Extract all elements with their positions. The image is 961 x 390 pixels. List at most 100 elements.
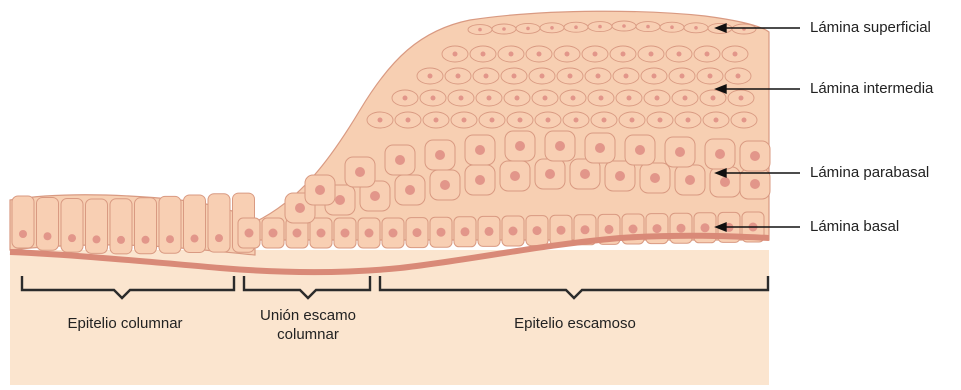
label-union-escamo-columnar: Unión escamo columnar (236, 306, 380, 344)
columnar-cell (135, 198, 157, 254)
cell-nucleus (518, 118, 523, 123)
cell-nucleus (510, 171, 520, 181)
cell-nucleus (315, 185, 325, 195)
columnar-cell (61, 199, 83, 253)
cell-nucleus (635, 145, 645, 155)
cell-nucleus (574, 118, 579, 123)
cell-nucleus (515, 141, 525, 151)
columnar-cell (86, 199, 108, 253)
cell-nucleus (509, 227, 518, 236)
cell-nucleus (440, 180, 450, 190)
cell-nucleus (677, 52, 682, 57)
cell-nucleus (431, 96, 436, 101)
cell-nucleus (293, 229, 302, 238)
cell-nucleus (475, 145, 485, 155)
cell-nucleus (568, 74, 573, 79)
cell-nucleus (701, 223, 710, 232)
cell-nucleus (557, 226, 566, 235)
cell-nucleus (581, 225, 590, 234)
cell-nucleus (658, 118, 663, 123)
cell-nucleus (646, 25, 650, 29)
cell-nucleus (675, 147, 685, 157)
cell-nucleus (546, 118, 551, 123)
cell-nucleus (653, 224, 662, 233)
cell-nucleus (595, 143, 605, 153)
cell-nucleus (605, 225, 614, 234)
cell-nucleus (526, 27, 530, 31)
cell-nucleus (622, 24, 626, 28)
cell-nucleus (93, 235, 101, 243)
cell-nucleus (405, 185, 415, 195)
cell-nucleus (117, 236, 125, 244)
cell-nucleus (462, 118, 467, 123)
cell-nucleus (649, 52, 654, 57)
cell-nucleus (685, 175, 695, 185)
cell-nucleus (670, 25, 674, 29)
cell-nucleus (683, 96, 688, 101)
cell-nucleus (365, 229, 374, 238)
cell-nucleus (456, 74, 461, 79)
cell-nucleus (459, 96, 464, 101)
cell-nucleus (555, 141, 565, 151)
cell-nucleus (733, 52, 738, 57)
columnar-cell (159, 196, 181, 253)
cell-nucleus (295, 203, 305, 213)
cell-nucleus (509, 52, 514, 57)
cell-nucleus (437, 228, 446, 237)
cell-nucleus (652, 74, 657, 79)
cell-nucleus (475, 175, 485, 185)
cell-nucleus (395, 155, 405, 165)
cell-nucleus (378, 118, 383, 123)
cell-nucleus (512, 74, 517, 79)
cell-nucleus (403, 96, 408, 101)
cell-nucleus (478, 28, 482, 32)
label-epitelio-escamoso: Epitelio escamoso (470, 314, 680, 333)
cell-nucleus (44, 232, 52, 240)
cell-nucleus (694, 26, 698, 30)
cell-nucleus (550, 26, 554, 30)
cell-nucleus (215, 234, 223, 242)
cell-nucleus (370, 191, 380, 201)
cell-nucleus (533, 226, 542, 235)
label-epitelio-columnar: Epitelio columnar (30, 314, 220, 333)
cell-nucleus (711, 96, 716, 101)
label-union-line1: Unión escamo (236, 306, 380, 325)
cell-nucleus (435, 150, 445, 160)
cell-nucleus (142, 236, 150, 244)
cell-nucleus (599, 96, 604, 101)
cell-nucleus (485, 227, 494, 236)
cell-nucleus (481, 52, 486, 57)
cell-nucleus (627, 96, 632, 101)
cell-nucleus (484, 74, 489, 79)
cell-nucleus (598, 25, 602, 29)
cell-nucleus (571, 96, 576, 101)
cell-nucleus (545, 169, 555, 179)
cell-nucleus (335, 195, 345, 205)
columnar-cell (110, 199, 132, 254)
cell-nucleus (574, 25, 578, 29)
label-union-line2: columnar (236, 325, 380, 344)
cell-nucleus (543, 96, 548, 101)
cell-nucleus (621, 52, 626, 57)
label-lamina-intermedia: Lámina intermedia (810, 80, 933, 98)
cell-nucleus (490, 118, 495, 123)
cell-nucleus (341, 229, 350, 238)
cell-nucleus (750, 179, 760, 189)
cell-nucleus (428, 74, 433, 79)
cell-nucleus (355, 167, 365, 177)
cell-nucleus (580, 169, 590, 179)
columnar-cell (184, 195, 206, 253)
cell-nucleus (615, 171, 625, 181)
cell-nucleus (714, 118, 719, 123)
cell-nucleus (629, 225, 638, 234)
cell-nucleus (655, 96, 660, 101)
cell-nucleus (705, 52, 710, 57)
cell-nucleus (453, 52, 458, 57)
label-lamina-parabasal: Lámina parabasal (810, 164, 929, 182)
cell-nucleus (624, 74, 629, 79)
cell-nucleus (461, 227, 470, 236)
cell-nucleus (602, 118, 607, 123)
cell-nucleus (502, 27, 506, 31)
cell-nucleus (708, 74, 713, 79)
